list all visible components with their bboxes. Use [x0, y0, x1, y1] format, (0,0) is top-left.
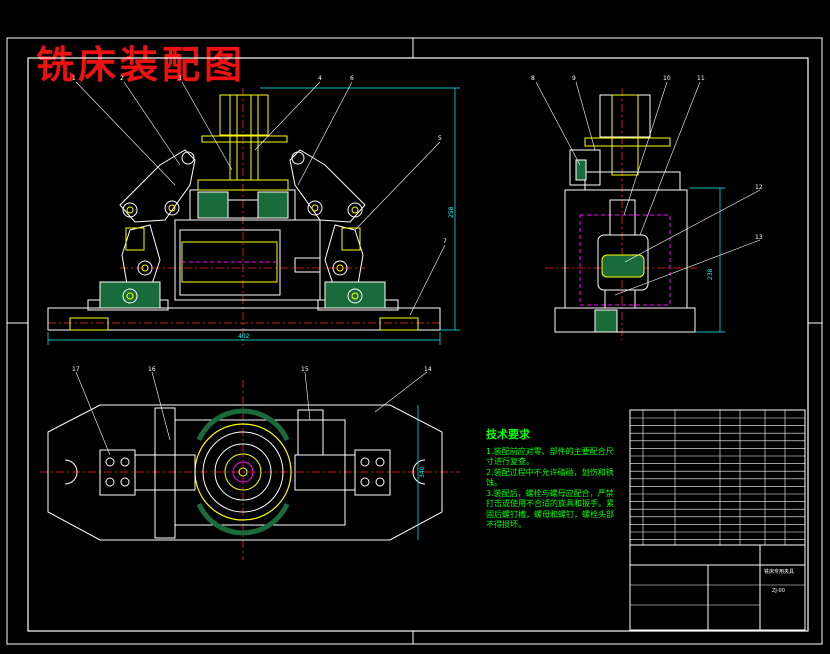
dim-height-side: 238 [707, 268, 714, 280]
drawing-title: 铣床装配图 [36, 42, 247, 87]
balloon-16: 16 [148, 366, 156, 373]
tech-item: 2.装配过程中不允许磕碰，划伤和锈蚀。 [486, 467, 614, 488]
balloon-3: 3 [178, 75, 182, 82]
tech-item: 3.装配后，螺栓与螺母应配合，严禁打击或使用不合适的旋具和扳手。紧固后螺钉槽，螺… [486, 488, 614, 530]
outer-border [6, 37, 823, 645]
balloon-14: 14 [424, 366, 432, 373]
balloon-17: 17 [72, 366, 80, 373]
balloon-9: 9 [572, 75, 576, 82]
technical-requirements: 技术要求 1.装配前应对零、部件的主要配合尺寸进行复查。 2.装配过程中不允许磕… [486, 428, 621, 531]
balloon-8: 8 [531, 75, 535, 82]
balloon-5: 5 [438, 135, 442, 142]
dim-width-top: 340 [419, 466, 426, 478]
balloon-leaders [75, 81, 761, 456]
title-block: 铣床专用夹具 ZJ-00 [629, 409, 806, 631]
tech-item: 1.装配前应对零、部件的主要配合尺寸进行复查。 [486, 446, 614, 467]
dim-height-front: 258 [448, 206, 455, 218]
balloon-13: 13 [755, 234, 763, 241]
front-view: 402 258 [47, 87, 460, 345]
side-view: 238 [545, 88, 725, 340]
dim-width: 402 [238, 333, 250, 340]
balloon-7: 7 [443, 238, 447, 245]
inner-frame [27, 57, 809, 632]
top-view: 340 [40, 380, 460, 560]
balloon-4: 4 [318, 75, 322, 82]
balloon-1: 1 [72, 75, 76, 82]
balloon-2: 2 [120, 75, 124, 82]
title-block-name: 铣床专用夹具 [764, 568, 794, 575]
balloon-11: 11 [697, 75, 705, 82]
balloon-10: 10 [663, 75, 671, 82]
title-block-number: ZJ-00 [772, 588, 785, 594]
balloon-15: 15 [301, 366, 309, 373]
balloon-12: 12 [755, 184, 763, 191]
balloon-6: 6 [350, 75, 354, 82]
balloons: 1 2 3 4 5 6 7 8 9 10 11 12 13 14 15 16 1… [72, 75, 763, 373]
tech-heading: 技术要求 [486, 428, 530, 441]
